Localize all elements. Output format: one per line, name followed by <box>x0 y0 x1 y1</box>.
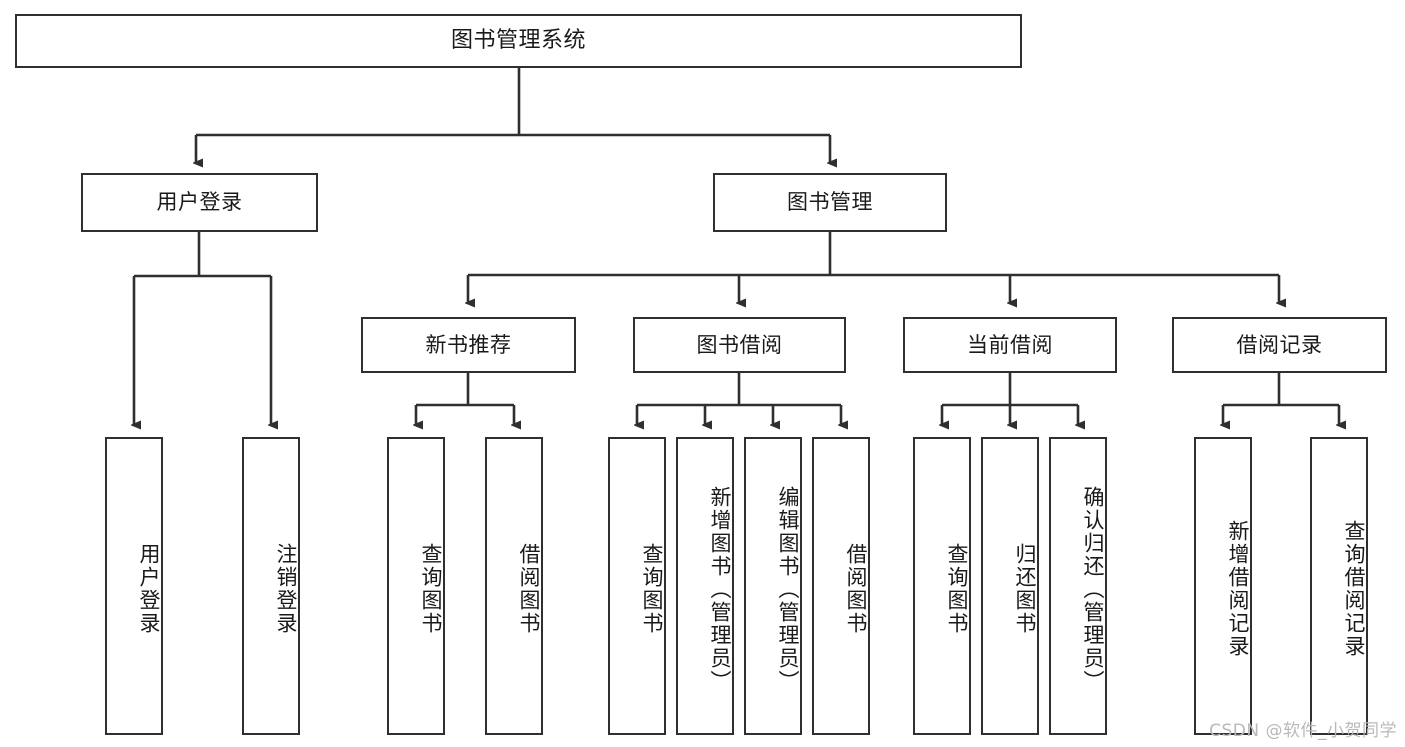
node-user-login[interactable]: 用户登录 <box>81 173 318 232</box>
node-label: 借阅图书 <box>517 543 541 635</box>
node-label: 新书推荐 <box>425 332 512 357</box>
node-root-system[interactable]: 图书管理系统 <box>15 14 1022 68</box>
leaf-user-login-logout[interactable]: 注销登录 <box>242 437 300 735</box>
node-label: 新增图书（管理员） <box>708 485 732 693</box>
node-label: 用户登录 <box>156 190 243 215</box>
node-label: 查询图书 <box>419 543 443 635</box>
node-label: 查询图书 <box>945 543 969 635</box>
leaf-book-borrow-borrow[interactable]: 借阅图书 <box>812 437 870 735</box>
node-label: 查询图书 <box>640 543 664 635</box>
node-label: 图书管理 <box>787 190 873 215</box>
node-label: 归还图书 <box>1013 543 1037 635</box>
leaf-book-borrow-add[interactable]: 新增图书（管理员） <box>676 437 734 735</box>
node-book-management[interactable]: 图书管理 <box>713 173 947 232</box>
leaf-current-borrow-confirm-return[interactable]: 确认归还（管理员） <box>1049 437 1107 735</box>
leaf-new-book-borrow[interactable]: 借阅图书 <box>485 437 543 735</box>
leaf-book-borrow-edit[interactable]: 编辑图书（管理员） <box>744 437 802 735</box>
leaf-current-borrow-return[interactable]: 归还图书 <box>981 437 1039 735</box>
node-borrow-record[interactable]: 借阅记录 <box>1172 317 1387 373</box>
node-label: 图书借阅 <box>696 332 783 357</box>
node-current-borrow[interactable]: 当前借阅 <box>903 317 1117 373</box>
node-label: 借阅记录 <box>1236 332 1323 357</box>
node-label: 新增借阅记录 <box>1226 520 1250 658</box>
node-label: 编辑图书（管理员） <box>776 485 800 693</box>
leaf-borrow-record-query[interactable]: 查询借阅记录 <box>1310 437 1368 735</box>
node-book-borrow[interactable]: 图书借阅 <box>633 317 846 373</box>
leaf-book-borrow-query[interactable]: 查询图书 <box>608 437 666 735</box>
node-label: 查询借阅记录 <box>1342 520 1366 658</box>
watermark-credit: CSDN @软件_小贺同学 <box>1209 721 1397 741</box>
node-label: 确认归还（管理员） <box>1081 485 1105 693</box>
node-label: 借阅图书 <box>844 543 868 635</box>
node-label: 用户登录 <box>137 543 161 635</box>
node-label: 当前借阅 <box>967 332 1053 357</box>
node-new-book-recommend[interactable]: 新书推荐 <box>361 317 576 373</box>
leaf-new-book-query[interactable]: 查询图书 <box>387 437 445 735</box>
leaf-borrow-record-add[interactable]: 新增借阅记录 <box>1194 437 1252 735</box>
node-label: 注销登录 <box>274 543 298 635</box>
leaf-current-borrow-query[interactable]: 查询图书 <box>913 437 971 735</box>
leaf-user-login-login[interactable]: 用户登录 <box>105 437 163 735</box>
node-label: 图书管理系统 <box>450 28 586 54</box>
